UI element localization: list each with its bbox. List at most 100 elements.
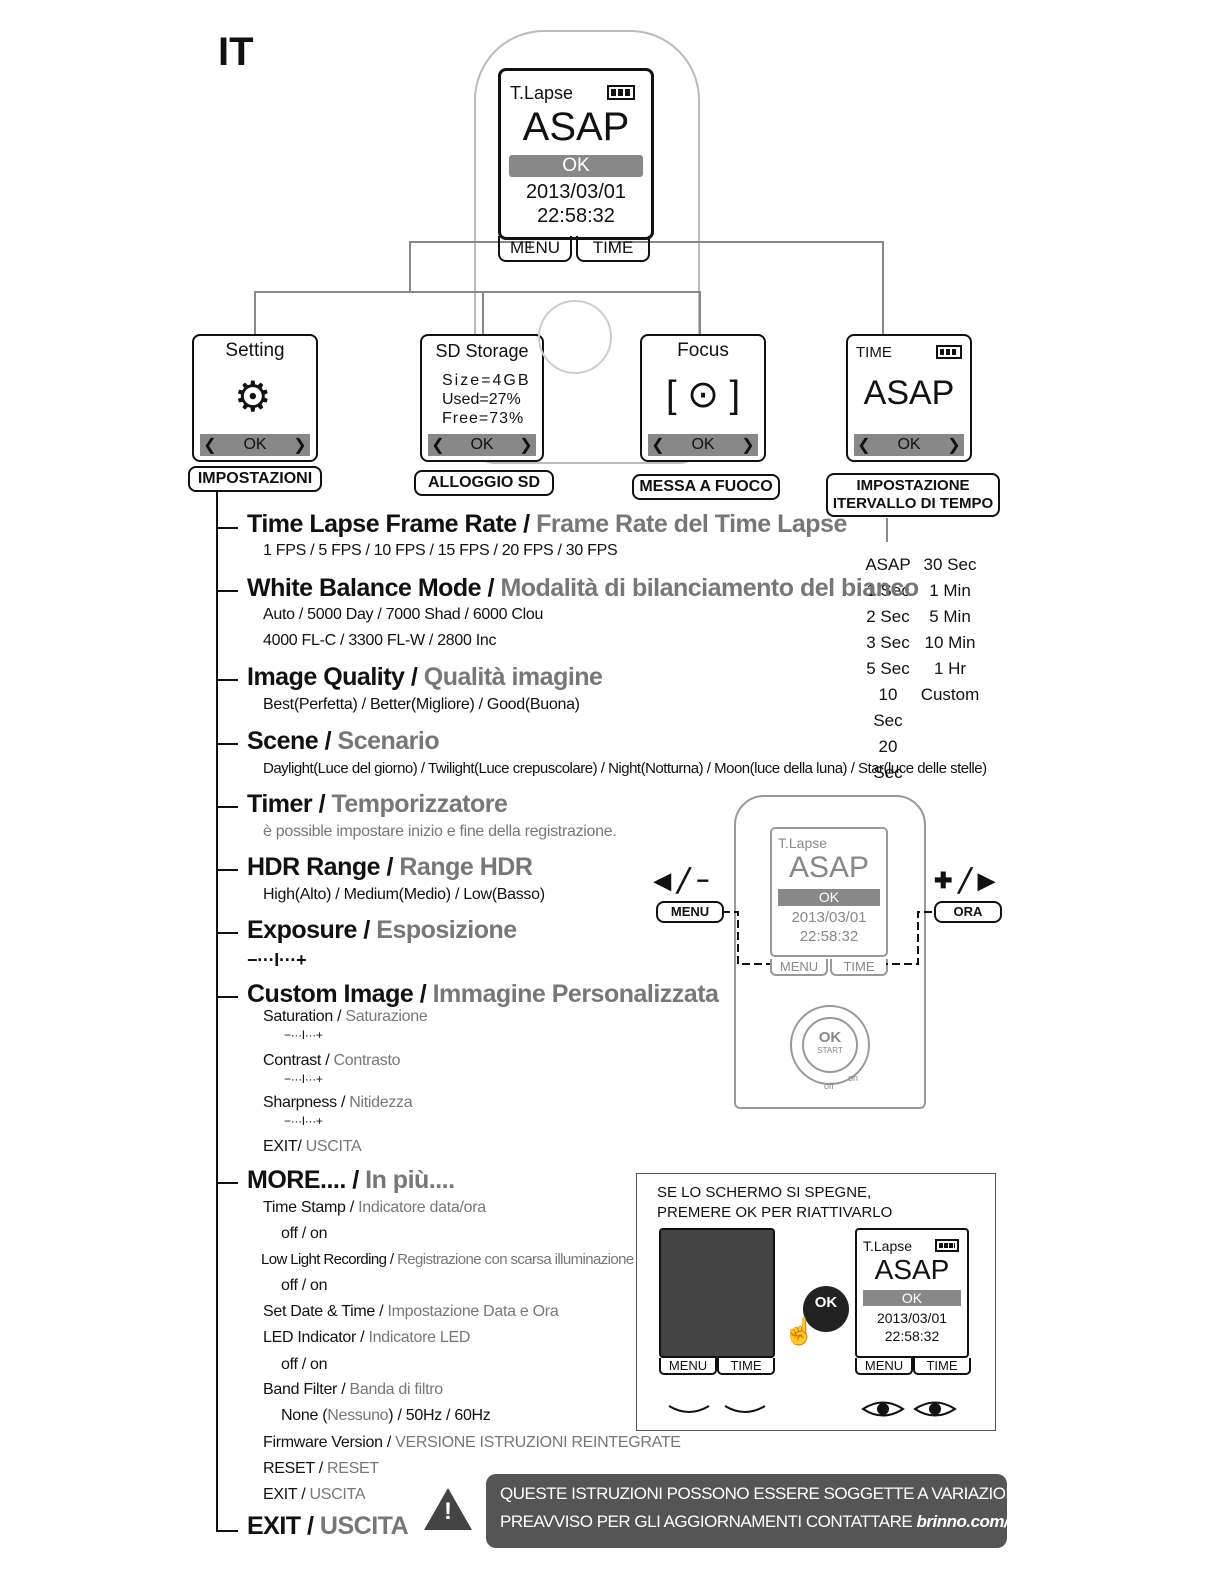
time-text: 22:58:32: [537, 205, 615, 227]
pointing-hand-icon: ☝: [783, 1316, 816, 1346]
sharpness-en: Sharpness /: [263, 1094, 346, 1111]
device-ok-bar: OK: [778, 889, 880, 906]
timer-en: Timer /: [247, 790, 326, 818]
tree-tick: [216, 932, 238, 934]
main-screen: T.Lapse ASAP OK 2013/03/01 22:58:32: [498, 68, 654, 240]
time-button[interactable]: TIME: [576, 236, 650, 262]
focus-screen: Focus [ ⊙ ] ❮ OK ❯: [640, 334, 766, 462]
sd-nav: ❮ OK ❯: [428, 434, 536, 456]
wb-en: White Balance Mode /: [247, 574, 494, 602]
exposure-scale: −···I···+: [247, 950, 307, 970]
lowlight-offon: off / on: [281, 1277, 328, 1294]
chevron-right-icon[interactable]: ❯: [519, 437, 533, 454]
sd-size: Size=4GB: [442, 372, 531, 389]
focus-target-icon: [ ⊙ ]: [665, 374, 741, 416]
ok-press-button[interactable]: OK: [803, 1286, 849, 1332]
setdate-en: Set Date & Time /: [263, 1303, 384, 1320]
lowlight-it: Registrazione con scarsa illuminazione: [397, 1251, 634, 1268]
menu-exposure: Exposure / Esposizione: [247, 916, 517, 945]
menu-hdr: HDR Range / Range HDR: [247, 853, 533, 882]
sharpness-row: Sharpness / Nitidezza: [263, 1094, 413, 1112]
saturation-en: Saturation /: [263, 1008, 342, 1025]
focus-title: Focus: [677, 340, 729, 361]
chevron-left-icon[interactable]: ❮: [431, 437, 445, 454]
menu-button[interactable]: MENU: [498, 236, 572, 262]
band-en: Band Filter /: [263, 1381, 346, 1398]
menu-custom-image: Custom Image / Immagine Personalizzata: [247, 980, 719, 1009]
time-option: 10 Sec: [873, 685, 903, 730]
menu-exit: EXIT / USCITA: [247, 1512, 409, 1541]
timer-desc: è possible impostare inizio e fine della…: [263, 823, 617, 840]
sd-free: Free=73%: [442, 410, 525, 427]
menu-more: MORE.... / In più....: [247, 1166, 455, 1195]
setting-title: Setting: [225, 340, 285, 361]
wake-line2: PREMERE OK PER RIATTIVARLO: [657, 1204, 893, 1221]
reset-row: RESET / RESET: [263, 1460, 379, 1478]
scene-en: Scene /: [247, 727, 332, 755]
chevron-right-icon[interactable]: ❯: [741, 437, 755, 454]
main-screen-buttons: MENU TIME: [498, 236, 650, 262]
iq-it: Qualità imagine: [423, 663, 603, 691]
time-option: 1 Sec: [866, 581, 910, 600]
device-start-text: START: [817, 1046, 843, 1055]
sharpness-scale: −···I···+: [284, 1114, 323, 1128]
custom-exit-en: EXIT/: [263, 1138, 302, 1155]
led-row: LED Indicator / Indicatore LED: [263, 1329, 470, 1347]
chevron-left-icon[interactable]: ❮: [203, 437, 217, 454]
band-options: None (Nessuno) / 50Hz / 60Hz: [281, 1407, 491, 1425]
menu-frame-rate: Time Lapse Frame Rate / Frame Rate del T…: [247, 510, 847, 539]
saturation-row: Saturation / Saturazione: [263, 1008, 428, 1026]
time-option: ASAP: [865, 555, 911, 574]
setting-ok[interactable]: OK: [243, 436, 267, 453]
support-link[interactable]: brinno.com/support: [916, 1512, 1069, 1531]
iq-en: Image Quality /: [247, 663, 418, 691]
time-label: IMPOSTAZIONE ITERVALLO DI TEMPO: [826, 473, 1000, 517]
custom-it: Immagine Personalizzata: [432, 980, 719, 1008]
tree-tick: [216, 869, 238, 871]
custom-en: Custom Image /: [247, 980, 427, 1008]
device-mode: T.Lapse: [778, 835, 828, 851]
ok-bar[interactable]: OK: [509, 155, 643, 177]
firmware-en: Firmware Version /: [263, 1434, 391, 1451]
timestamp-it: Indicatore data/ora: [358, 1199, 486, 1216]
on-time: 22:58:32: [884, 1328, 940, 1344]
time-title: TIME: [856, 344, 892, 361]
sd-ok[interactable]: OK: [470, 436, 494, 453]
focus-ok[interactable]: OK: [691, 436, 715, 453]
focus-nav: ❮ OK ❯: [648, 434, 758, 456]
open-eyes-icon: [861, 1401, 957, 1417]
setting-nav: ❮ OK ❯: [200, 434, 310, 456]
setting-screen: Setting ⚙ ❮ OK ❯: [192, 334, 318, 462]
wb-options-2: 4000 FL-C / 3300 FL-W / 2800 Inc: [263, 632, 497, 649]
custom-exit-row: EXIT/ USCITA: [263, 1138, 362, 1156]
timestamp-offon: off / on: [281, 1225, 328, 1242]
time-ok[interactable]: OK: [897, 436, 921, 453]
firmware-it: VERSIONE ISTRUZIONI REINTEGRATE: [395, 1434, 681, 1451]
scene-options: Daylight(Luce del giorno) / Twilight(Luc…: [263, 760, 987, 777]
more-exit-it: USCITA: [309, 1486, 366, 1503]
device-menu-btn[interactable]: MENU: [770, 959, 828, 976]
chevron-left-icon[interactable]: ❮: [651, 437, 665, 454]
chevron-right-icon[interactable]: ❯: [947, 437, 961, 454]
menu-timer: Timer / Temporizzatore: [247, 790, 508, 819]
band-row: Band Filter / Banda di filtro: [263, 1381, 443, 1399]
scene-it: Scenario: [337, 727, 440, 755]
chevron-left-icon[interactable]: ❮: [857, 437, 871, 454]
on-ok-bar: OK: [863, 1290, 961, 1306]
closed-eyes-icon: [668, 1405, 766, 1413]
device-time-btn[interactable]: TIME: [830, 959, 888, 976]
contrast-en: Contrast /: [263, 1052, 330, 1069]
lowlight-row: Low Light Recording / Registrazione con …: [261, 1251, 634, 1268]
right-symbol: ✚ ╱ ▶: [934, 868, 995, 893]
exit-en: EXIT /: [247, 1512, 314, 1540]
tree-tick: [216, 590, 238, 592]
chevron-right-icon[interactable]: ❯: [293, 437, 307, 454]
time-value: ASAP: [863, 374, 955, 412]
reset-it: RESET: [327, 1460, 379, 1477]
tree-tick: [216, 1530, 238, 1532]
gear-icon: ⚙: [234, 373, 272, 420]
interval-value: ASAP: [522, 105, 630, 149]
time-option: 5 Sec: [866, 659, 910, 678]
notice-line1: QUESTE ISTRUZIONI POSSONO ESSERE SOGGETT…: [500, 1484, 1087, 1503]
device-ok-dial[interactable]: OK START: [790, 1005, 870, 1085]
